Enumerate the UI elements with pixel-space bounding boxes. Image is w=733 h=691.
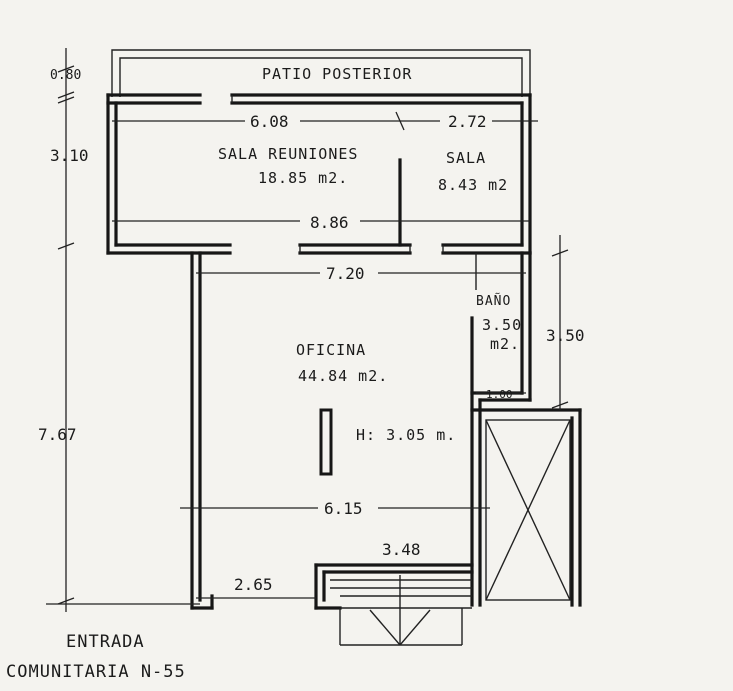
footer-entrada: ENTRADA xyxy=(66,632,145,652)
door-markers xyxy=(231,95,477,290)
footer-comunitaria: COMUNITARIA N-55 xyxy=(6,662,186,682)
dim-080: 0.80 xyxy=(50,68,81,83)
bano-label: BAÑO xyxy=(476,293,511,309)
left-dimension-line xyxy=(46,48,200,612)
column xyxy=(319,408,333,476)
bano-area-unit: m2. xyxy=(490,335,520,353)
dim-886: 8.86 xyxy=(310,213,349,232)
patio-outline xyxy=(111,49,531,97)
sala-reuniones-area: 18.85 m2. xyxy=(258,169,348,187)
dim-615: 6.15 xyxy=(324,499,363,518)
dim-272: 2.72 xyxy=(448,112,487,131)
dim-720: 7.20 xyxy=(326,264,365,283)
upper-walls xyxy=(106,93,532,255)
oficina-area: 44.84 m2. xyxy=(298,367,388,385)
sala-area: 8.43 m2 xyxy=(438,176,508,194)
dim-350: 3.50 xyxy=(546,326,585,345)
office-walls xyxy=(190,251,532,610)
dim-608: 6.08 xyxy=(250,112,289,131)
dim-310: 3.10 xyxy=(50,146,89,165)
oficina-label: OFICINA xyxy=(296,341,366,359)
dim-265: 2.65 xyxy=(234,575,273,594)
horizontal-dimension-lines xyxy=(112,111,538,599)
bano-area: 3.50 xyxy=(482,316,522,334)
stair-box xyxy=(470,408,582,607)
right-dimension-line xyxy=(551,235,569,410)
sala-reuniones-label: SALA REUNIONES xyxy=(218,145,358,163)
patio-label: PATIO POSTERIOR xyxy=(262,65,412,83)
dim-100: 1.00 xyxy=(486,388,513,401)
sala-label: SALA xyxy=(446,149,486,167)
entrance-steps xyxy=(330,575,472,646)
dim-348: 3.48 xyxy=(382,540,421,559)
dim-767: 7.67 xyxy=(38,425,77,444)
height-label: H: 3.05 m. xyxy=(356,426,456,444)
